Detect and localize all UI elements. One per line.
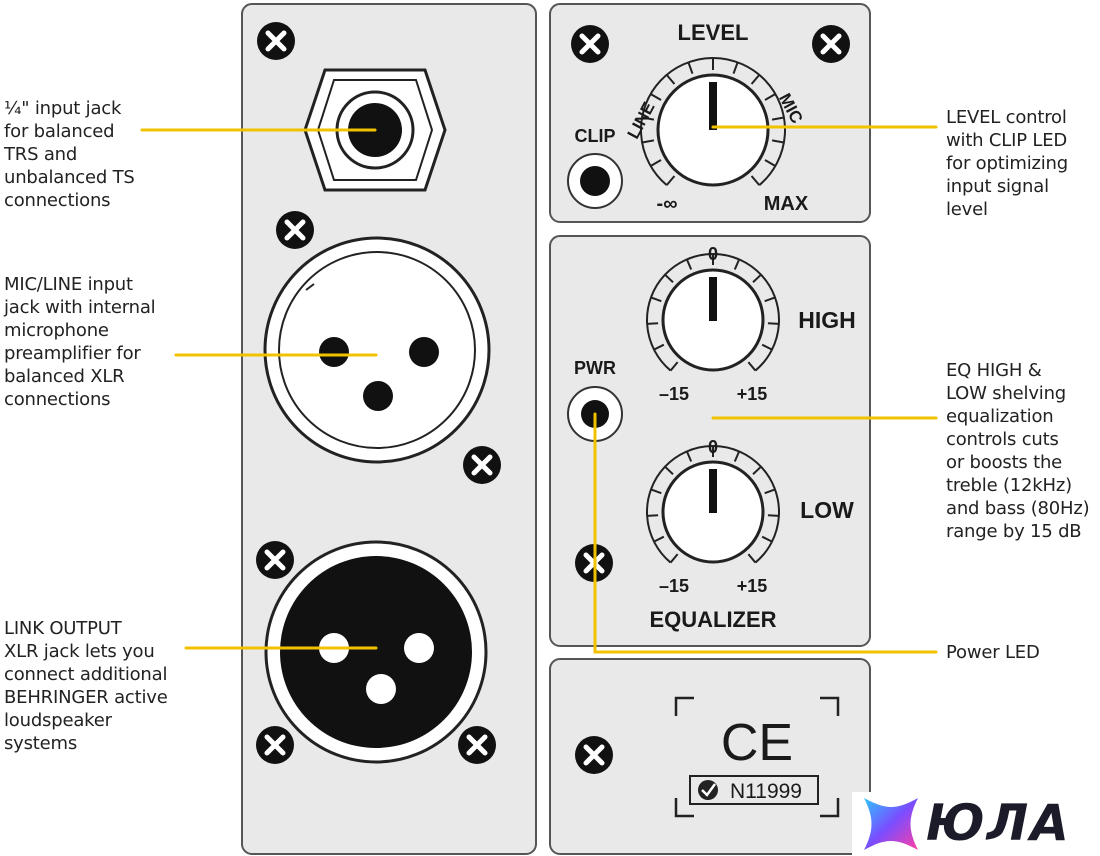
low-scale [646,445,780,564]
scale-tick [771,139,785,144]
scale-tick [747,361,757,372]
scale-tick [767,514,779,517]
scale-tick [669,553,679,564]
scale-tick [641,116,655,121]
watermark: ЮЛА [852,792,1100,856]
screw-icon [575,736,613,774]
scale-tick [764,296,776,303]
cert-code: N11999 [730,780,802,803]
scale-tick [650,159,662,167]
scale-tick [685,451,693,462]
eq-low-knob-pointer [709,469,717,513]
screw-icon [276,211,314,249]
screw-icon [458,726,496,764]
scale-tick [771,116,785,121]
scale-tick [752,465,762,475]
eq-panel [549,235,871,647]
ce-mark: CE [721,714,793,772]
leader-power [593,412,938,654]
scale-tick [664,465,674,475]
scale-tick [653,343,665,351]
callout-mic-line: MIC/LINE input jack with internal microp… [4,274,156,410]
screw-icon [256,726,294,764]
callout-power: Power LED [946,642,1040,663]
cert-code-box [689,775,819,805]
eq-low-label: LOW [800,497,854,523]
scale-tick [733,451,741,462]
callout-jack: ¼" input jack for balanced TRS and unbal… [4,98,135,211]
level-max-label: MAX [764,193,809,215]
scale-tick [665,74,676,85]
screw-icon [256,541,294,579]
scale-tick [747,553,757,564]
scale-tick [733,259,741,270]
screw-icon [812,25,850,63]
eq-high-max-label: +15 [737,384,768,404]
callout-link: LINK OUTPUT XLR jack lets you connect ad… [4,618,168,754]
leader-lines [140,125,938,654]
c-tick-icon [698,780,718,800]
level-title: LEVEL [678,20,749,45]
screw-icon [463,446,501,484]
scale-tick [732,62,739,74]
ce-panel [549,658,871,855]
eq-high-zero-label: 0 [708,244,718,264]
scale-tick [641,139,655,144]
scale-tick [669,361,679,372]
eq-high-label: HIGH [798,307,856,333]
pwr-label: PWR [574,358,616,378]
xlr-input-connector [263,236,491,464]
watermark-text: ЮЛА [926,794,1071,852]
scale-tick [653,535,665,543]
yula-logo-icon [864,798,918,850]
scale-tick [647,514,659,517]
screw-icon [257,22,295,60]
callout-level: LEVEL control with CLIP LED for optimizi… [946,107,1068,220]
xlr-link-output-connector [264,540,488,764]
level-scale [640,57,786,186]
scale-tick [685,259,693,270]
level-knob-pointer [709,82,717,130]
scale-tick [750,74,761,85]
scale-tick [764,93,776,101]
level-min-label: -∞ [657,193,678,215]
scale-tick [752,273,762,283]
scale-tick [687,62,694,74]
scale-tick [665,175,676,186]
eq-low-max-label: +15 [737,576,768,596]
scale-tick [650,488,662,495]
equalizer-title: EQUALIZER [649,607,776,632]
screw-icon [571,25,609,63]
scale-tick [750,175,761,186]
scale-tick [647,322,659,325]
eq-low-min-label: –15 [659,576,689,596]
high-scale [646,253,780,372]
scale-tick [764,159,776,167]
eq-high-min-label: –15 [659,384,689,404]
scale-tick [761,535,773,543]
callout-eq: EQ HIGH & LOW shelving equalization cont… [946,360,1090,542]
scale-tick [761,343,773,351]
scale-tick [764,488,776,495]
scale-tick [767,322,779,325]
eq-high-knob-pointer [709,277,717,321]
eq-low-zero-label: 0 [708,437,718,457]
scale-tick [664,273,674,283]
ce-frame-corners [674,696,840,818]
scale-tick [650,296,662,303]
scale-tick [650,93,662,101]
clip-label: CLIP [574,126,615,146]
